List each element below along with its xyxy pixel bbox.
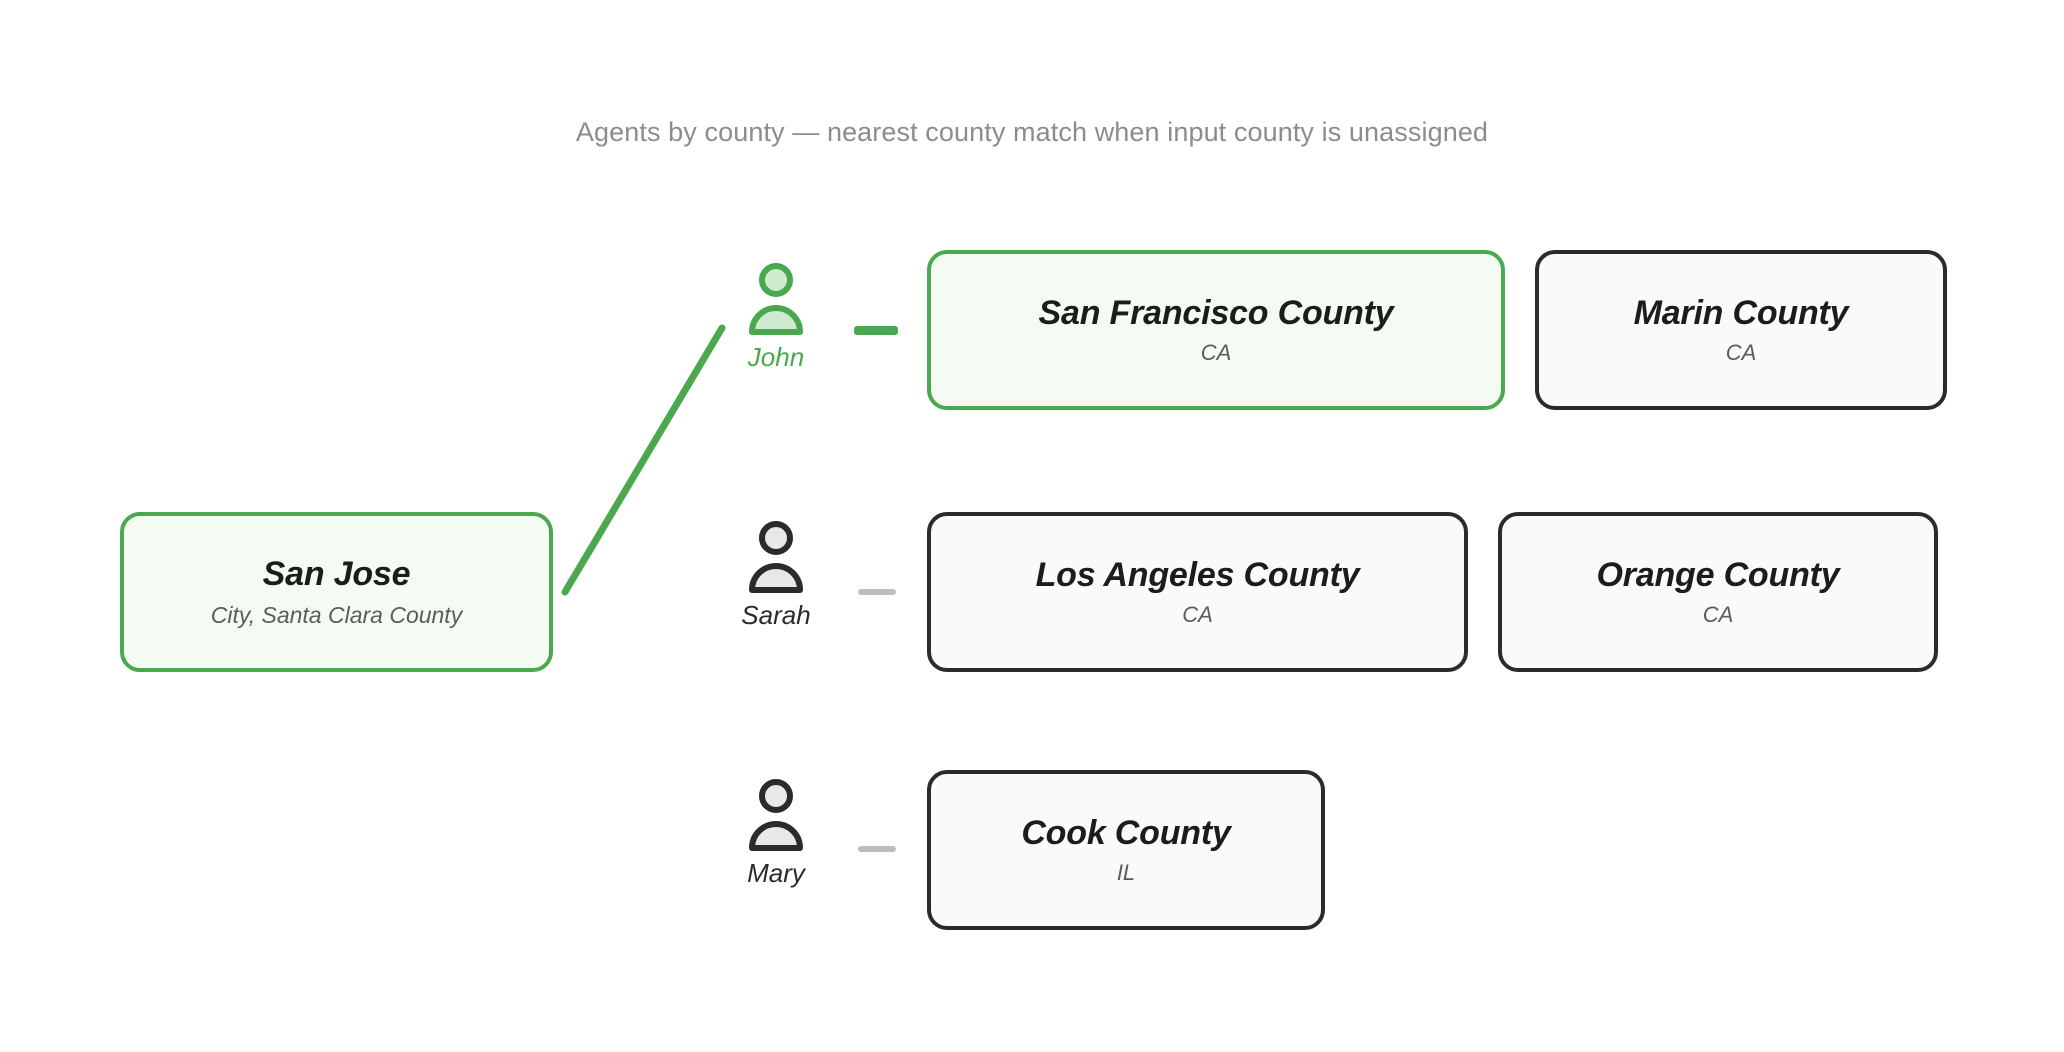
county-card-title: Cook County: [1021, 813, 1231, 852]
county-card-state: CA: [1725, 340, 1757, 366]
connector-john-to-san-francisco-county: [854, 326, 898, 335]
agent-mary[interactable]: Mary: [706, 778, 846, 886]
source-node-subtitle: City, Santa Clara County: [210, 601, 463, 628]
agent-sarah[interactable]: Sarah: [706, 520, 846, 628]
county-card-title: Los Angeles County: [1035, 555, 1360, 594]
connector-mary-to-cook-county: [858, 846, 896, 852]
county-card-state: IL: [1116, 860, 1136, 886]
connector-sarah-to-los-angeles-county: [858, 589, 896, 595]
county-card-san-francisco-county[interactable]: San Francisco County CA: [927, 250, 1505, 410]
agent-name: Mary: [747, 858, 805, 888]
county-card-title: Orange County: [1596, 555, 1840, 594]
county-card-cook-county[interactable]: Cook County IL: [927, 770, 1325, 930]
person-icon: [749, 263, 803, 335]
edge-source-to-john: [561, 324, 726, 596]
county-card-title: Marin County: [1633, 293, 1849, 332]
agent-name: John: [747, 342, 805, 372]
county-card-state: CA: [1200, 340, 1232, 366]
diagram-caption: Agents by county — nearest county match …: [575, 117, 1489, 147]
person-icon: [749, 521, 803, 593]
county-card-los-angeles-county[interactable]: Los Angeles County CA: [927, 512, 1468, 672]
county-card-orange-county[interactable]: Orange County CA: [1498, 512, 1938, 672]
county-card-title: San Francisco County: [1038, 293, 1394, 332]
county-card-state: CA: [1702, 602, 1734, 628]
source-node-san-jose[interactable]: San Jose City, Santa Clara County: [120, 512, 553, 672]
county-card-state: CA: [1182, 602, 1213, 628]
source-node-title: San Jose: [262, 555, 411, 594]
person-icon: [749, 779, 803, 851]
county-card-marin-county[interactable]: Marin County CA: [1535, 250, 1947, 410]
agent-john[interactable]: John: [706, 262, 846, 370]
agent-name: Sarah: [741, 600, 811, 630]
